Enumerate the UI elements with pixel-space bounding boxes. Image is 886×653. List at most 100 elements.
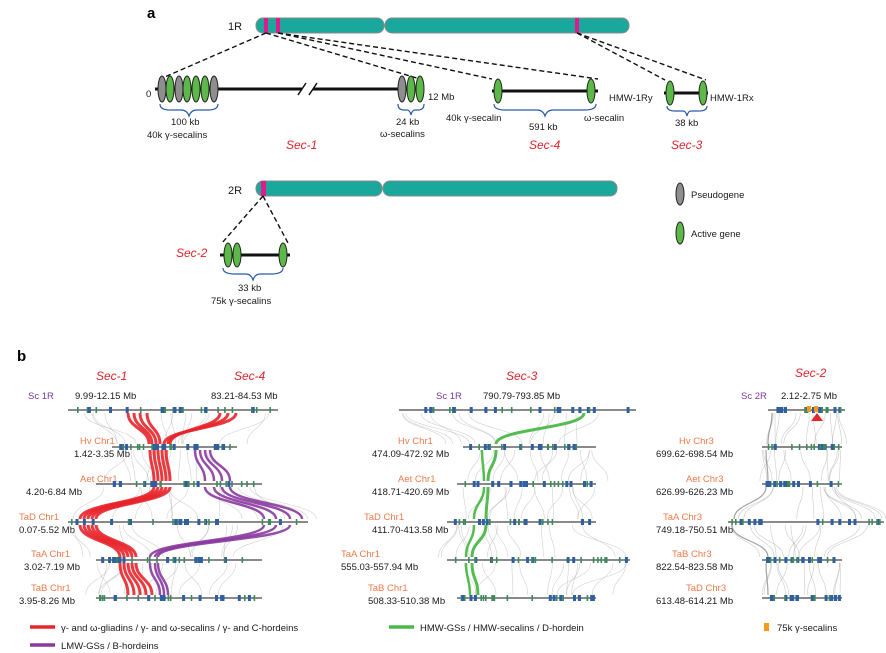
synteny-ribbon <box>571 562 578 596</box>
synteny-ribbon <box>826 524 868 558</box>
synteny-ribbon <box>774 449 778 482</box>
gene-tick <box>539 444 543 450</box>
gene-tick <box>592 407 596 413</box>
gene-tick <box>108 557 112 563</box>
gene-tick <box>550 481 552 487</box>
synteny-ribbon <box>187 449 192 482</box>
synteny-ribbon <box>86 524 130 558</box>
sec1-right-size: 24 kb <box>396 117 419 128</box>
gene-tick <box>510 407 513 413</box>
synteny-ribbon <box>546 486 563 520</box>
gene-tick <box>824 595 828 601</box>
gene-tick <box>735 519 737 525</box>
gene-tick <box>247 595 251 601</box>
gene-tick <box>828 595 831 601</box>
gene-tick <box>197 557 201 563</box>
synteny-ribbon <box>156 449 164 482</box>
synteny-ribbon <box>155 562 179 596</box>
gene-tick <box>261 519 264 525</box>
gene-tick <box>823 444 826 450</box>
gene-tick <box>776 481 778 487</box>
gene-tick <box>583 481 586 487</box>
gene-tick <box>564 444 566 450</box>
gene-tick <box>624 557 628 563</box>
gene-tick <box>193 481 195 487</box>
gene-tick <box>838 519 842 525</box>
gene-tick <box>573 595 576 601</box>
gene-tick <box>538 407 542 413</box>
gene-tick <box>251 407 253 413</box>
gene-tick <box>592 557 595 563</box>
synteny-ribbon <box>94 524 138 558</box>
gene-tick <box>163 444 167 450</box>
gene-tick <box>125 407 129 413</box>
gene-tick <box>487 444 491 450</box>
gene-tick <box>577 595 581 601</box>
synteny-ribbon <box>168 412 222 445</box>
gene-tick <box>116 557 118 563</box>
gene-tick <box>253 595 256 601</box>
sec2-brace <box>222 267 284 282</box>
synteny-ribbon <box>156 524 292 558</box>
gene-tick <box>492 595 495 601</box>
gene-tick <box>217 407 219 413</box>
synteny-ribbon <box>765 449 769 482</box>
synteny-ribbon <box>504 486 508 520</box>
gene-tick <box>804 407 806 413</box>
synteny-ribbon <box>750 524 775 558</box>
gene-tick <box>198 595 202 601</box>
gene-tick <box>229 444 231 450</box>
gene-tick <box>542 481 546 487</box>
gene-tick <box>830 595 834 601</box>
synteny-ribbon <box>529 449 539 482</box>
gene-tick <box>829 481 833 487</box>
gene-tick <box>478 444 480 450</box>
gene-tick <box>142 444 145 450</box>
gene-tick <box>771 444 773 450</box>
synteny-ribbon <box>430 412 462 445</box>
synteny-ribbon <box>591 449 609 482</box>
gene-tick <box>837 444 840 450</box>
gene-tick <box>167 595 170 601</box>
gene-tick <box>99 595 102 601</box>
sec3-title: Sec-3 <box>671 138 703 152</box>
gene-tick <box>476 481 480 487</box>
panel-a-label: a <box>147 5 156 22</box>
gene-tick <box>497 481 501 487</box>
synteny-ribbon <box>784 524 800 558</box>
synteny-ribbon <box>178 562 200 596</box>
orange-gene-marker <box>814 406 818 412</box>
synteny-ribbon <box>402 412 447 445</box>
gene-tick <box>513 519 517 525</box>
gene-tick <box>758 519 762 525</box>
synteny-ribbon <box>178 449 181 482</box>
sec2-desc: 75k γ-secalins <box>211 296 271 307</box>
gene-tick <box>269 407 271 413</box>
chromosome-2r-label: 2R <box>228 185 242 197</box>
synteny-ribbon <box>249 486 317 520</box>
sec3-right-gene: HMW-1Rx <box>710 93 754 104</box>
gene-tick <box>193 444 197 450</box>
gene-tick <box>556 407 560 413</box>
synteny-ribbon <box>69 524 91 558</box>
synteny-ribbon <box>238 486 309 520</box>
gene-tick <box>796 557 799 563</box>
synteny-ribbon <box>575 412 578 445</box>
synteny-ribbon <box>577 486 596 520</box>
gene-tick <box>181 407 183 413</box>
synteny-ribbon <box>796 486 804 520</box>
sec2-gene <box>232 242 242 268</box>
gene-tick <box>122 444 124 450</box>
gene-tick <box>184 481 188 487</box>
synteny-ribbon <box>832 412 837 445</box>
gene-tick <box>817 444 821 450</box>
gene-tick <box>86 407 89 413</box>
gene-tick <box>182 595 186 601</box>
gene-tick <box>483 444 487 450</box>
g2-track-range: 555.03-557.94 Mb <box>341 562 418 573</box>
synteny-ribbon <box>838 412 847 445</box>
gene-tick <box>138 444 141 450</box>
gene-tick <box>558 407 562 413</box>
synteny-ribbon <box>823 486 857 520</box>
gene-tick <box>147 595 151 601</box>
